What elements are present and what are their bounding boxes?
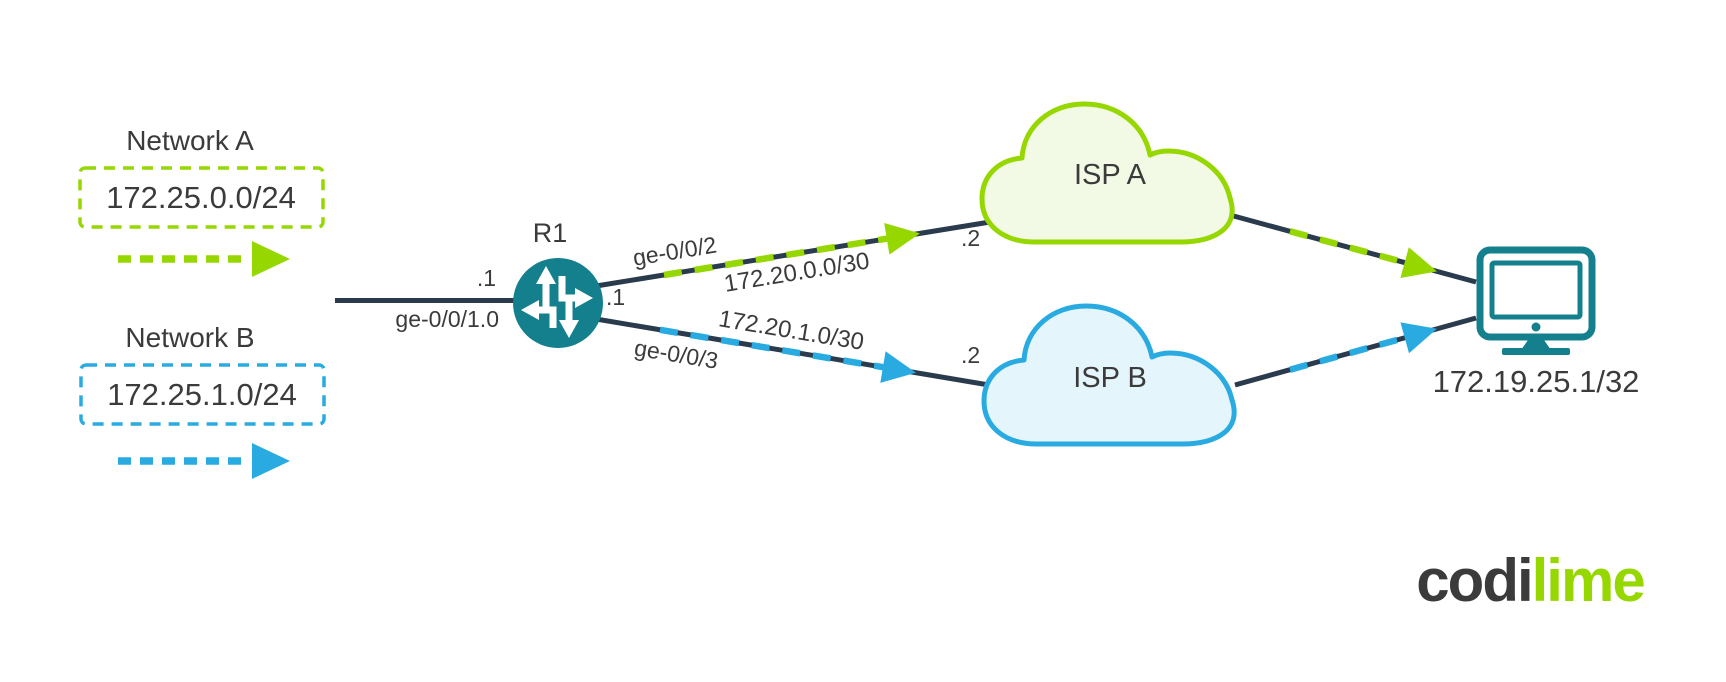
link-isp-b-subnet: 172.20.1.0/30 [717, 305, 866, 356]
network-a-flow-arrow-icon [118, 241, 290, 277]
logo-lime: lime [1532, 547, 1645, 614]
network-a-title: Network A [126, 125, 254, 156]
network-b-cidr: 172.25.1.0/24 [107, 377, 297, 412]
network-a-cidr: 172.25.0.0/24 [106, 180, 296, 215]
isp-b-cloud [981, 303, 1237, 447]
lan-link-interface: ge-0/0/1.0 [395, 306, 499, 332]
link-b-host-arrowhead-icon [1400, 322, 1437, 354]
codilime-logo: codilime [1416, 547, 1644, 614]
link-a-host-dashes [1289, 228, 1403, 265]
network-b-title: Network B [125, 322, 254, 353]
link-a-host-arrowhead-icon [1400, 247, 1437, 278]
router-icon [513, 258, 603, 348]
link-isp-a-dashes [663, 232, 904, 279]
link-isp-a-arrowhead-icon [884, 223, 920, 255]
isp-a-cloud [979, 101, 1235, 245]
link-isp-b-arrowhead-icon [880, 351, 916, 383]
router-wan-ip: .1 [606, 284, 625, 310]
logo-codi: codi [1416, 547, 1531, 614]
network-b-flow-arrow-icon [118, 443, 290, 479]
monitor-icon [1476, 246, 1596, 355]
network-a-box [78, 166, 325, 229]
link-b-host-dashes [1289, 335, 1401, 373]
link-isp-b-host [1234, 315, 1477, 388]
network-b-box [79, 363, 326, 426]
router-label: R1 [533, 218, 568, 248]
destination-ip: 172.19.25.1/32 [1433, 364, 1640, 399]
link-isp-a-host [1229, 212, 1477, 285]
lan-link-ip: .1 [477, 265, 496, 291]
link-r1-isp-a [589, 219, 991, 290]
isp-b-label: ISP B [1073, 362, 1147, 394]
isp-b-ip: .2 [961, 342, 980, 368]
link-r1-isp-b [589, 315, 996, 389]
link-isp-a-interface: ge-0/0/2 [631, 231, 718, 270]
isp-a-ip: .2 [961, 225, 980, 251]
link-isp-b-dashes [659, 326, 901, 374]
isp-a-label: ISP A [1074, 159, 1147, 191]
